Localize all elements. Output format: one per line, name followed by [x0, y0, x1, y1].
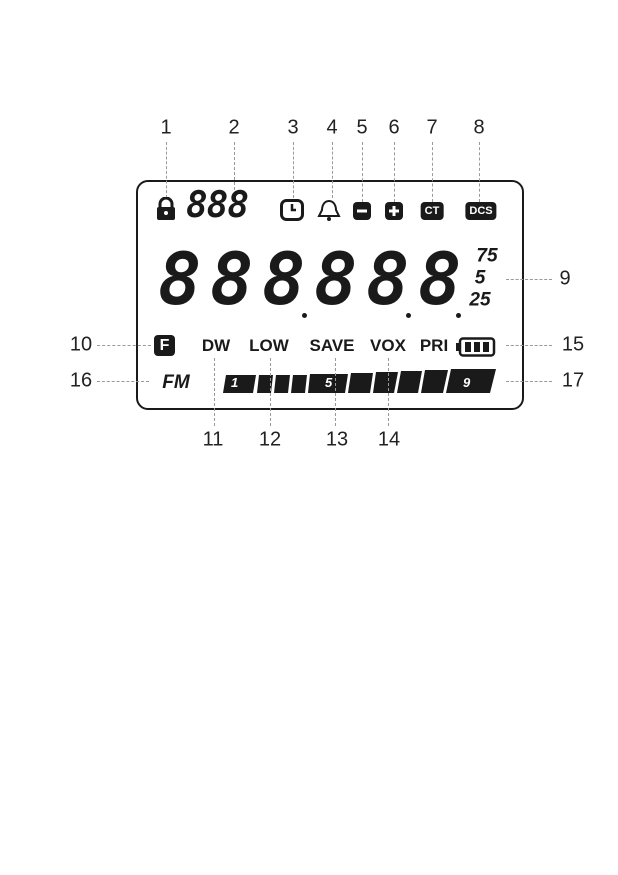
callout-6: 6 — [388, 116, 400, 139]
leader-6 — [394, 142, 395, 202]
step-5: 5 — [474, 267, 486, 289]
leader-1 — [166, 142, 167, 198]
small-digits: 888 — [186, 185, 249, 226]
callout-13: 13 — [325, 428, 349, 451]
step-25: 25 — [469, 289, 491, 311]
leader-3 — [293, 142, 294, 198]
leader-16 — [97, 381, 149, 382]
callout-15: 15 — [561, 333, 585, 356]
callout-10: 10 — [69, 333, 93, 356]
leader-4 — [332, 142, 333, 198]
meter-label-5: 5 — [325, 375, 333, 390]
callout-7: 7 — [426, 116, 438, 139]
leader-17 — [506, 381, 552, 382]
leader-2 — [234, 142, 235, 190]
main-digit-6: 8 — [418, 237, 462, 321]
low-indicator: LOW — [249, 336, 289, 355]
leader-9 — [506, 279, 552, 280]
leader-5 — [362, 142, 363, 202]
battery-icon — [456, 337, 496, 357]
vox-indicator: VOX — [370, 336, 406, 355]
dcs-indicator: DCS — [465, 202, 497, 220]
pri-indicator: PRI — [419, 336, 449, 355]
step-75: 75 — [476, 245, 498, 267]
callout-4: 4 — [326, 116, 338, 139]
timer-icon — [280, 199, 304, 221]
fm-indicator: FM — [162, 372, 190, 393]
minus-icon — [353, 202, 371, 220]
callout-17: 17 — [561, 369, 585, 392]
main-digit-2: 8 — [210, 237, 254, 321]
callout-16: 16 — [69, 369, 93, 392]
main-digit-4: 8 — [314, 237, 358, 321]
callout-8: 8 — [473, 116, 485, 139]
lcd-display-frame — [136, 180, 524, 410]
leader-12 — [270, 358, 271, 426]
decimal-point — [302, 313, 307, 318]
main-digit-5: 8 — [366, 237, 410, 321]
callout-9: 9 — [559, 267, 571, 290]
meter-label-9: 9 — [463, 375, 471, 390]
callout-12: 12 — [258, 428, 282, 451]
signal-meter — [223, 369, 496, 393]
callout-5: 5 — [356, 116, 368, 139]
main-digit-3: 8 — [262, 237, 306, 321]
ct-indicator: CT — [420, 202, 444, 220]
leader-11 — [214, 358, 215, 426]
callout-3: 3 — [287, 116, 299, 139]
leader-13 — [335, 358, 336, 426]
leader-14 — [388, 358, 389, 426]
leader-8 — [479, 142, 480, 202]
main-digit-1: 8 — [158, 237, 202, 321]
function-key-indicator: F — [154, 335, 175, 356]
callout-14: 14 — [377, 428, 401, 451]
leader-7 — [432, 142, 433, 202]
decimal-point — [456, 313, 461, 318]
lock-icon — [157, 197, 175, 220]
callout-1: 1 — [160, 116, 172, 139]
callout-2: 2 — [228, 116, 240, 139]
save-indicator: SAVE — [309, 336, 355, 355]
decimal-point — [406, 313, 411, 318]
bell-icon — [317, 199, 341, 221]
plus-icon — [385, 202, 403, 220]
meter-label-1: 1 — [231, 375, 239, 390]
leader-10 — [97, 345, 151, 346]
dw-indicator: DW — [201, 336, 231, 355]
leader-15 — [506, 345, 552, 346]
callout-11: 11 — [202, 428, 224, 451]
